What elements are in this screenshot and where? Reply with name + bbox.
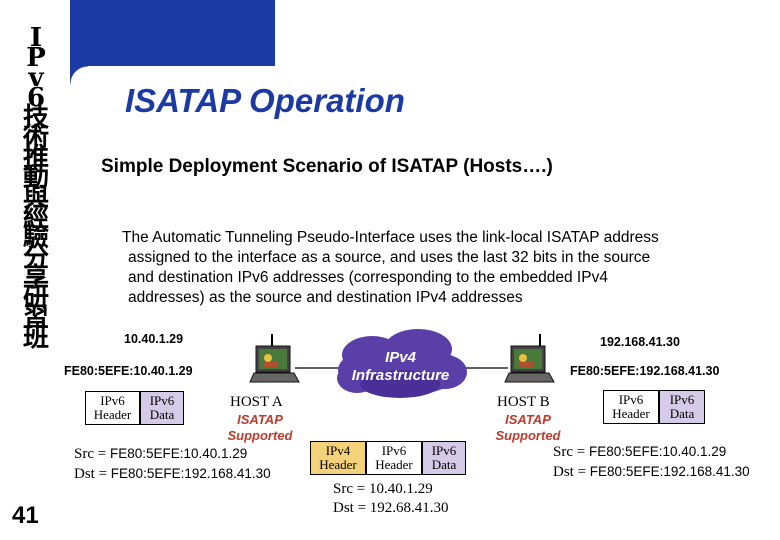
host-a-ipv6-address: FE80:5EFE:10.40.1.29 — [64, 364, 193, 378]
host-b-label: HOST B — [497, 394, 550, 410]
page-number: 41 — [12, 502, 39, 529]
course-title-char: 動 — [22, 163, 49, 193]
isatap-line: ISATAP — [237, 412, 283, 427]
dst-value: FE80:5EFE:192.168.41.30 — [589, 464, 750, 479]
src-value: FE80:5EFE:10.40.1.29 — [109, 446, 248, 461]
host-b-ipv4-address: 192.168.41.30 — [600, 335, 680, 349]
host-b-src-line: Src = FE80:5EFE:10.40.1.29 — [553, 442, 750, 462]
sidebar — [0, 0, 70, 540]
dst-key: Dst = — [553, 464, 590, 480]
src-key: Src = — [553, 444, 589, 460]
host-b-dst-line: Dst = FE80:5EFE:192.168.41.30 — [553, 462, 750, 482]
cloud-label: IPv4 Infrastructure — [338, 349, 463, 385]
supported-line: Supported — [495, 428, 561, 443]
ipv4-cloud — [337, 329, 467, 398]
host-a-src-line: Src = FE80:5EFE:10.40.1.29 — [74, 444, 271, 464]
infra-dst-line: Dst = 192.68.41.30 — [333, 500, 449, 516]
body-line: assigned to the interface as a source, a… — [128, 249, 651, 266]
course-title-char: 班 — [22, 323, 49, 353]
slide-title: ISATAP Operation — [125, 82, 405, 119]
course-title-char: 分 — [22, 243, 49, 273]
body-line: The Automatic Tunneling Pseudo-Interface… — [122, 229, 659, 246]
course-title-char: 研 — [22, 283, 49, 313]
body-line: and destination IPv6 addresses (correspo… — [128, 269, 608, 286]
slide-subtitle: Simple Deployment Scenario of ISATAP (Ho… — [101, 156, 553, 177]
host-b-addresses: Src = FE80:5EFE:10.40.1.29 Dst = FE80:5E… — [553, 442, 750, 482]
isatap-line: ISATAP — [505, 412, 551, 427]
course-title-char: 術 — [22, 123, 49, 153]
supported-line: Supported — [227, 428, 293, 443]
cloud-label-line1: IPv4 — [385, 349, 416, 366]
host-a-ipv4-address: 10.40.1.29 — [124, 332, 184, 346]
cloud-label-line2: Infrastructure — [351, 367, 450, 384]
src-key: Src = — [74, 446, 110, 462]
vertical-course-title: I P v 6 技 術 推 動 與 經 驗 分 享 研 習 班 — [8, 23, 64, 353]
course-title-char: 推 — [22, 143, 49, 173]
host-a-dst-line: Dst = FE80:5EFE:192.168.41.30 — [74, 464, 271, 484]
header-band — [70, 0, 275, 66]
course-title-char: 驗 — [22, 223, 49, 253]
course-title-char: 習 — [22, 303, 49, 333]
course-title-char: I — [29, 23, 43, 53]
host-a-isatap-label: ISATAP Supported — [220, 412, 300, 444]
course-title-char: 技 — [22, 103, 49, 133]
course-title-char: 享 — [22, 263, 49, 293]
course-title-char: v — [28, 63, 44, 93]
src-value: FE80:5EFE:10.40.1.29 — [588, 444, 727, 459]
course-title-char: 6 — [26, 83, 46, 113]
body-line: addresses) as the source and destination… — [128, 289, 523, 306]
course-title-char: P — [26, 43, 46, 73]
header-band-corner — [70, 66, 88, 84]
infra-addresses: Src = 10.40.1.29 Dst = 192.68.41.30 — [333, 480, 449, 518]
host-b-isatap-label: ISATAP Supported — [488, 412, 568, 444]
dst-value: FE80:5EFE:192.168.41.30 — [110, 466, 271, 481]
host-a-addresses: Src = FE80:5EFE:10.40.1.29 Dst = FE80:5E… — [74, 444, 271, 484]
course-title-char: 與 — [22, 183, 49, 213]
body-paragraph: The Automatic Tunneling Pseudo-Interface… — [122, 228, 752, 308]
laptop-icon — [249, 334, 300, 383]
laptop-icon — [504, 334, 555, 383]
host-b-ipv6-address: FE80:5EFE:192.168.41.30 — [570, 364, 720, 378]
infra-src-line: Src = 10.40.1.29 — [333, 481, 433, 497]
dst-key: Dst = — [74, 466, 111, 482]
course-title-char: 經 — [22, 203, 49, 233]
host-a-label: HOST A — [230, 394, 283, 410]
